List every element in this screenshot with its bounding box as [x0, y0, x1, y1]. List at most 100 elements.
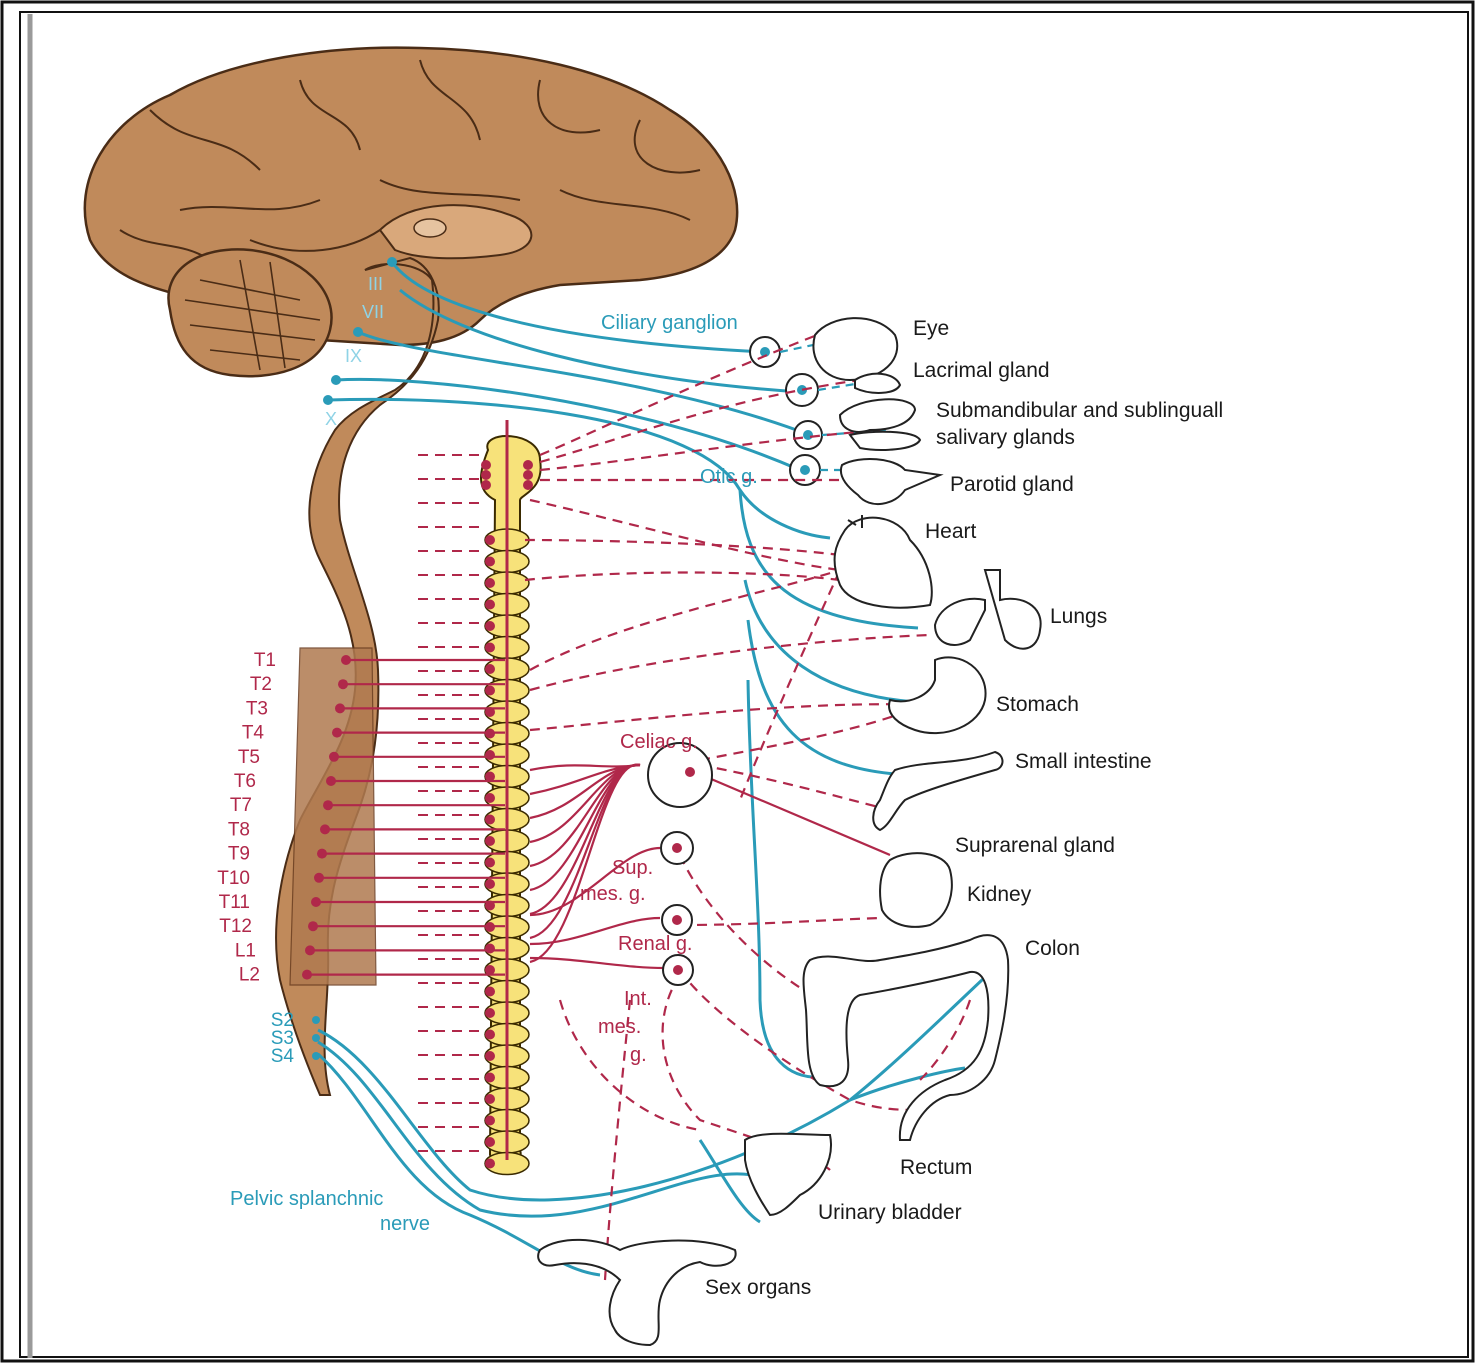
segment-label-t6: T6: [234, 771, 256, 792]
celiac-dot: [685, 767, 695, 777]
segment-label-t2: T2: [250, 674, 272, 695]
rectum-label: Rectum: [900, 1156, 972, 1179]
chain-ganglion-dot: [485, 858, 495, 868]
symp-lungs: [530, 635, 930, 690]
sacral-neuron-dot: [312, 1016, 320, 1024]
small-intestine-label: Small intestine: [1015, 750, 1152, 773]
salivary-organ: [840, 399, 920, 450]
sympathetic-chain: [481, 420, 541, 1175]
sup-mes-dot: [672, 843, 682, 853]
lungs-organ: [935, 570, 1041, 649]
cn10-nucleus: [323, 395, 333, 405]
submandibular-label-2: salivary glands: [936, 426, 1075, 449]
cn9-fiber-otic: [336, 379, 800, 470]
int-mes-label-3: g.: [630, 1044, 647, 1066]
segment-label-t4: T4: [242, 723, 265, 744]
suprarenal-label: Suprarenal gland: [955, 834, 1115, 857]
cervical-dot: [523, 460, 533, 470]
eye-organ: [813, 318, 897, 380]
splanchnic-fiber: [530, 765, 640, 866]
otic-ganglion-label: Otic g.: [700, 466, 758, 488]
segment-label-l2: L2: [239, 965, 260, 986]
chain-ganglion-dot: [485, 1030, 495, 1040]
sacral-neuron-dot: [312, 1052, 320, 1060]
lacrimal-organ: [855, 374, 900, 393]
chain-ganglion-dot: [485, 600, 495, 610]
chain-ganglion-dot: [485, 621, 495, 631]
sex-organs-label: Sex organs: [705, 1276, 811, 1299]
symp-kidney: [680, 918, 880, 925]
int-mes-label-1: Int.: [624, 988, 652, 1010]
chain-ganglion-dot: [485, 987, 495, 997]
cn9-nucleus: [331, 375, 341, 385]
cn-vii-label: VII: [362, 302, 384, 322]
parotid-label: Parotid gland: [950, 473, 1074, 496]
stomach-label: Stomach: [996, 693, 1079, 716]
symp-stomach-2: [700, 710, 910, 760]
chain-ganglion-dot: [485, 557, 495, 567]
pelvic-nerve-label-2: nerve: [380, 1213, 430, 1235]
cn-iii-label: III: [368, 274, 383, 294]
symp-suprarenal: [690, 770, 890, 855]
eye-label: Eye: [913, 317, 949, 340]
pelvic-splanchnic-bladder: [318, 1042, 770, 1216]
pelvic-splanchnic-colon: [318, 965, 998, 1200]
chain-ganglion-dot: [485, 1159, 495, 1169]
cn3-nucleus: [387, 257, 397, 267]
chain-ganglion-dot: [485, 836, 495, 846]
cervical-dot: [523, 480, 533, 490]
heart-organ: [835, 515, 932, 608]
renal-dot: [672, 915, 682, 925]
symp-stomach: [530, 704, 930, 730]
cn-ix-label: IX: [345, 346, 362, 366]
sup-mes-label-1: Sup.: [612, 857, 653, 879]
segment-label-t7: T7: [230, 795, 252, 816]
chain-ganglion-dot: [485, 815, 495, 825]
segment-label-t3: T3: [246, 698, 268, 719]
segment-label-t11: T11: [219, 892, 250, 913]
heart-label: Heart: [925, 520, 977, 543]
cervical-dot: [481, 470, 491, 480]
segment-label-t8: T8: [228, 819, 250, 840]
thalamus: [414, 219, 446, 237]
small-intestine-organ: [873, 752, 1002, 830]
chain-ganglion-dot: [485, 944, 495, 954]
cn7-nucleus: [353, 327, 363, 337]
chain-ganglion-dot: [485, 1051, 495, 1061]
stomach-organ: [889, 657, 986, 733]
symp-heart-3: [525, 573, 840, 581]
segment-label-t5: T5: [238, 747, 260, 768]
ciliary-ganglion-label: Ciliary ganglion: [601, 312, 738, 334]
chain-ganglion-dot: [485, 686, 495, 696]
chain-ganglion-dot: [485, 879, 495, 889]
parotid-organ: [841, 459, 940, 504]
chain-ganglion-dot: [485, 578, 495, 588]
otic-dot: [800, 465, 810, 475]
chain-ganglion-dot: [485, 1073, 495, 1083]
cervical-dot: [481, 480, 491, 490]
thoracolumbar-region: [290, 648, 376, 985]
cervical-dot: [523, 470, 533, 480]
submandibular-dot: [803, 430, 813, 440]
chain-ganglion-dot: [485, 1094, 495, 1104]
symp-heart-4: [530, 570, 840, 670]
segment-label-t9: T9: [228, 844, 250, 865]
sup-mes-label-2: mes. g.: [580, 883, 646, 905]
kidney-label: Kidney: [967, 883, 1032, 906]
urinary-bladder-label: Urinary bladder: [818, 1201, 962, 1224]
symp-heart-drop: [740, 570, 840, 800]
segment-label-t12: T12: [219, 916, 252, 937]
splanchnic-fiber: [530, 958, 665, 968]
segment-label-t10: T10: [217, 868, 250, 889]
lacrimal-label: Lacrimal gland: [913, 359, 1050, 382]
chain-ganglion-dot: [485, 664, 495, 674]
colon-label: Colon: [1025, 937, 1080, 960]
symp-heart-1: [530, 500, 840, 570]
chain-ganglion-dot: [485, 643, 495, 653]
submandibular-label-1: Submandibular and sublinguall: [936, 399, 1223, 422]
pelvic-nerve-label-1: Pelvic splanchnic: [230, 1188, 383, 1210]
chain-ganglion-dot: [485, 750, 495, 760]
chain-ganglion-dot: [485, 1116, 495, 1126]
symp-colon-1: [680, 855, 820, 1000]
